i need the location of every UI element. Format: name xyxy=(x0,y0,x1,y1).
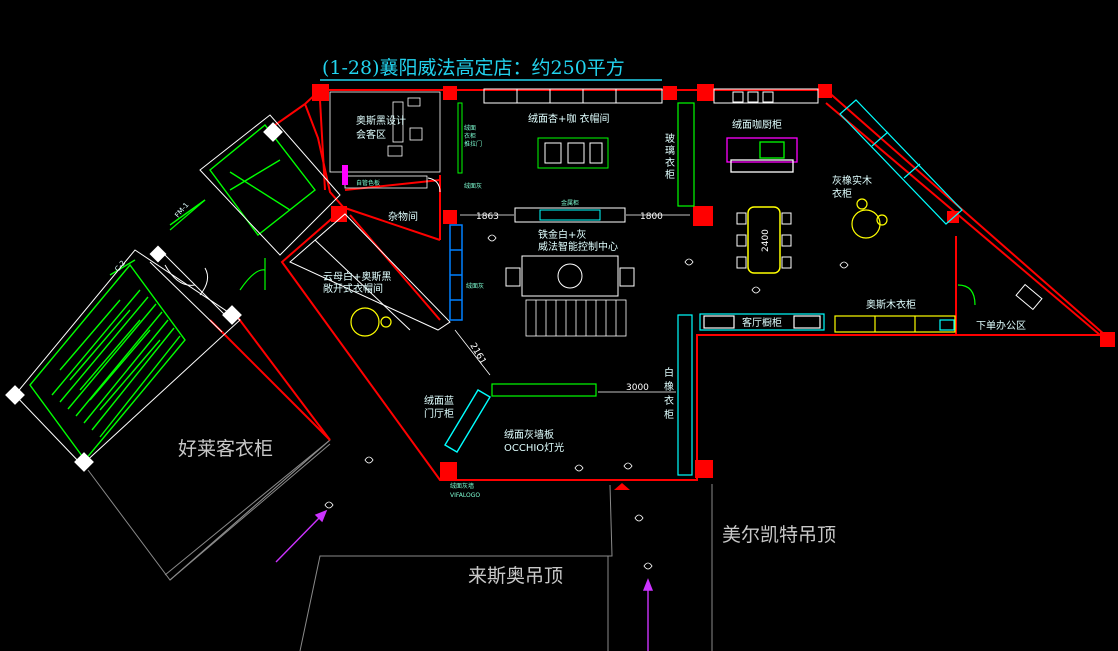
entry-arrow xyxy=(614,483,630,490)
dining-chairs xyxy=(736,212,792,269)
design-zone-label: 奥斯黑设计 xyxy=(356,114,406,127)
walkin-label: 云母白+奥斯黑 xyxy=(323,270,391,283)
left-store-label: 好莱客衣柜 xyxy=(178,438,273,460)
surrounding-boundaries xyxy=(87,439,713,651)
middle-cabinet-inner xyxy=(539,209,601,221)
mid-cabinet-tag: 绒面灰 xyxy=(466,282,484,290)
office-desk xyxy=(1015,283,1043,311)
dim-1863: 1863 xyxy=(476,212,499,222)
plan-title: (1-28)襄阳威法高定店：约250平方 xyxy=(322,57,625,79)
kitchen-top-cabinets xyxy=(713,88,819,104)
core-doors xyxy=(169,199,266,291)
office-door xyxy=(957,284,976,306)
gold-cabinet-label: 金属柜 xyxy=(561,199,579,207)
kitchen-cabinet-label: 绒面咖厨柜 xyxy=(732,118,782,131)
occhio-label: OCCHIO灯光 xyxy=(504,441,564,454)
bottom-store-label: 来斯奥吊顶 xyxy=(468,565,563,587)
dim-line-2161 xyxy=(454,329,491,376)
left-cabinet-tag: 绒面 xyxy=(464,124,476,132)
kitchen-island xyxy=(726,137,798,173)
white-oak-label-4: 柜 xyxy=(664,408,674,421)
glass-wardrobe-label-2: 璃 xyxy=(665,144,675,157)
design-zone-label-2: 会客区 xyxy=(356,128,386,141)
grey-oak-label-2: 衣柜 xyxy=(832,187,852,200)
entry-wall-cabinet xyxy=(491,383,597,397)
kitchen-bar-label: 客厅橱柜 xyxy=(742,316,782,329)
walkin-cabinets xyxy=(289,213,451,331)
velvet-wall-label: 绒面灰墙板 xyxy=(504,428,554,441)
flow-arrows xyxy=(275,509,654,651)
entry-logo-label-2: VIFALOGO xyxy=(450,492,480,499)
white-oak-label-3: 衣 xyxy=(664,394,674,407)
stair-corner-markers xyxy=(5,122,283,472)
glass-wardrobe-label-4: 柜 xyxy=(665,168,675,181)
dining-table xyxy=(747,206,781,274)
velvet-door-label-2: 门厅柜 xyxy=(424,407,454,420)
right-store-label: 美尔凯特吊顶 xyxy=(722,524,836,546)
dim-2161: 2161 xyxy=(467,342,487,367)
center-stair xyxy=(525,299,627,337)
control-center-label: 铁金白+灰 xyxy=(538,228,586,241)
mid-wall-label: 绒面灰 xyxy=(464,182,482,190)
small-cabinet-label: 自管色板 xyxy=(356,179,380,187)
glass-wardrobe-label-3: 衣 xyxy=(665,156,675,169)
storage-room-label: 杂物间 xyxy=(388,210,418,223)
velvet-door-label: 绒面蓝 xyxy=(424,394,454,407)
white-door-arcs xyxy=(164,264,209,296)
top-wardrobe-cabinets xyxy=(483,88,663,104)
dim-1800: 1800 xyxy=(640,212,663,222)
white-oak-label-2: 橡 xyxy=(664,380,674,393)
white-oak-label: 白 xyxy=(664,366,674,379)
control-table xyxy=(505,255,635,297)
middle-cabinet xyxy=(514,207,626,223)
kitchen-bar xyxy=(699,313,825,331)
left-cabinet-tag-3: 推拉门 xyxy=(464,140,482,148)
right-entry-wardrobe xyxy=(677,314,693,476)
glass-wardrobe xyxy=(677,102,695,207)
left-cabinet-tag-2: 衣柜 xyxy=(464,132,476,140)
wardrobe-room-label: 绒面杏+咖 衣帽间 xyxy=(528,112,610,125)
round-table-right xyxy=(851,198,888,239)
footprints xyxy=(324,234,849,570)
magenta-marker xyxy=(342,165,348,185)
entry-logo-label: 绒面灰墙 xyxy=(450,482,474,490)
office-label: 下单办公区 xyxy=(976,319,1026,332)
stair-core xyxy=(29,124,316,462)
dining-dim: 2400 xyxy=(761,229,771,252)
grey-oak-wardrobe xyxy=(839,99,963,225)
columns xyxy=(312,84,1115,479)
stair-core-outline xyxy=(14,114,341,466)
entry-cabinet-diagonal xyxy=(444,389,491,453)
aos-wardrobe-label: 奥斯木衣柜 xyxy=(866,298,916,311)
dim-3000: 3000 xyxy=(626,383,649,393)
left-green-cabinets xyxy=(457,102,463,174)
blue-cabinets-mid xyxy=(449,224,463,321)
walkin-label-2: 敞开式衣帽间 xyxy=(323,282,383,295)
storage-door xyxy=(427,177,441,193)
control-center-label-2: 威法智能控制中心 xyxy=(538,240,618,253)
glass-wardrobe-label: 玻 xyxy=(665,132,675,145)
grey-oak-label: 灰橡实木 xyxy=(832,174,872,187)
aos-wardrobe xyxy=(834,315,956,333)
wardrobe-island xyxy=(537,137,609,169)
design-zone-furniture xyxy=(329,91,441,173)
round-table-left xyxy=(350,307,392,337)
